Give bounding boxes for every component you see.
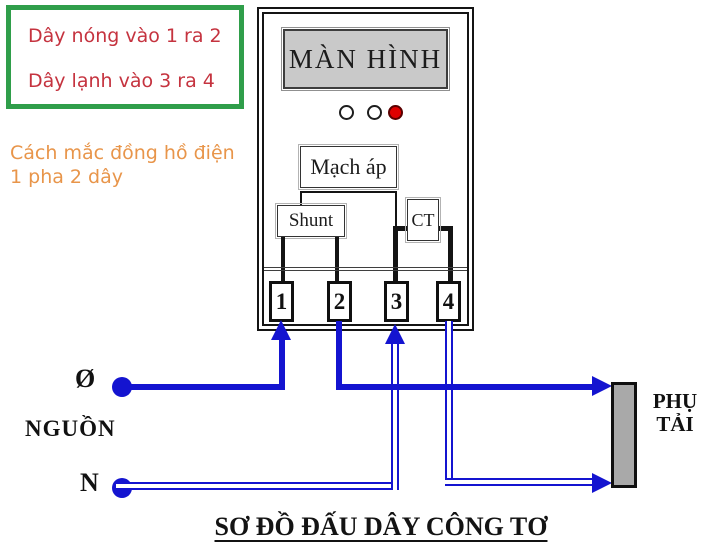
neutral-out-arrow-icon xyxy=(592,473,612,493)
terminal-1: 1 xyxy=(269,281,294,322)
note-line-1: Dây nóng vào 1 ra 2 xyxy=(28,25,222,47)
load-label-line-2: TẢI xyxy=(656,412,694,436)
terminal-2: 2 xyxy=(327,281,352,322)
indicator-led-2 xyxy=(367,105,382,120)
neutral-in-arrow-icon xyxy=(385,324,405,344)
ct-wire-right xyxy=(448,226,453,282)
load-block xyxy=(611,382,637,488)
wire-phase-in-vertical xyxy=(279,338,285,390)
caption-line-1: Cách mắc đồng hồ điện xyxy=(10,142,235,164)
indicator-led-red xyxy=(388,105,403,120)
load-label-line-1: PHỤ xyxy=(652,389,698,413)
meter-display: MÀN HÌNH xyxy=(281,27,450,91)
note-box: Dây nóng vào 1 ra 2 Dây lạnh vào 3 ra 4 xyxy=(6,5,244,109)
wire-neutral-out-horizontal xyxy=(445,478,596,486)
voltage-circuit-bus-line xyxy=(300,191,397,193)
caption-line-2: 1 pha 2 dây xyxy=(10,166,123,188)
phase-out-arrow-icon xyxy=(592,376,612,396)
neutral-label: N xyxy=(80,468,99,497)
wire-phase-out-vertical xyxy=(336,321,342,390)
caption: Cách mắc đồng hồ điện 1 pha 2 dây xyxy=(10,141,260,189)
meter-inner-frame: MÀN HÌNH Mạch áp Shunt CT 1 2 3 4 xyxy=(262,12,469,326)
wire-neutral-in-vertical xyxy=(391,344,399,490)
wire-neutral-in-horizontal xyxy=(116,482,398,490)
shunt-box: Shunt xyxy=(275,203,347,239)
shunt-leg-terminal-2 xyxy=(335,237,339,284)
diagram-title: SƠ ĐỒ ĐẤU DÂY CÔNG TƠ xyxy=(214,512,548,541)
terminal-3: 3 xyxy=(384,281,409,322)
terminal-4: 4 xyxy=(436,281,461,322)
phase-label: Ø xyxy=(75,364,96,393)
voltage-to-shunt-line xyxy=(300,191,302,207)
wire-neutral-out-vertical xyxy=(445,321,453,486)
terminal-block-divider xyxy=(264,267,467,271)
voltage-to-ct-line xyxy=(395,191,397,229)
voltage-circuit-box: Mạch áp xyxy=(298,144,399,190)
shunt-leg-terminal-1 xyxy=(281,237,285,284)
wire-phase-out-horizontal xyxy=(336,384,596,390)
source-label: NGUỒN xyxy=(25,416,116,441)
phase-in-arrow-icon xyxy=(271,320,291,340)
indicator-led-1 xyxy=(339,105,354,120)
ct-wire-left xyxy=(393,226,398,282)
meter-body: MÀN HÌNH Mạch áp Shunt CT 1 2 3 4 xyxy=(257,7,474,331)
current-transformer-box: CT xyxy=(405,197,441,243)
wire-phase-in-horizontal xyxy=(116,384,284,390)
note-line-2: Dây lạnh vào 3 ra 4 xyxy=(28,70,215,92)
load-label: PHỤ TẢI xyxy=(643,390,707,436)
